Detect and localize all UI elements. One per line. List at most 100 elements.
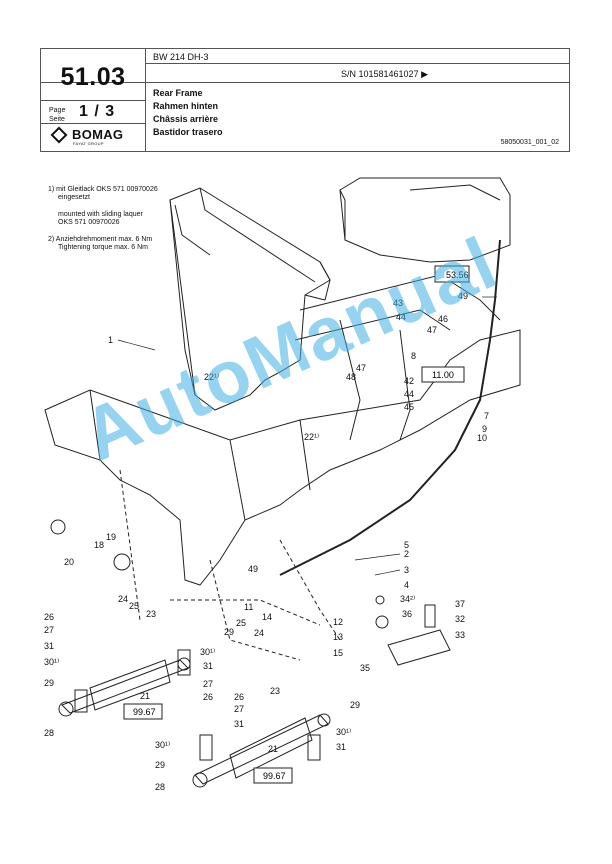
note-2: 2) Anziehdrehmoment max. 6 Nm	[48, 235, 153, 243]
callout-label: 5	[404, 540, 409, 550]
callout-label: 29	[224, 627, 234, 637]
callout-label: 32	[455, 614, 465, 624]
exploded-parts-drawing: 53.56 11.00 99.67 99.67 1 2 3 4 5 7 8 9 …	[44, 177, 521, 792]
title-en: Rear Frame	[153, 88, 203, 98]
leader-lines	[117, 296, 497, 576]
logo-brand: BOMAG	[72, 127, 124, 142]
frame-base	[44, 329, 521, 586]
callout-label: 2	[404, 549, 409, 559]
bolt-36	[375, 615, 389, 629]
assembly-line	[209, 559, 301, 661]
model-name: BW 214 DH-3	[153, 52, 209, 62]
frame-base	[229, 439, 246, 521]
note-1-en: mounted with sliding laquer	[58, 210, 143, 218]
frame-base	[89, 389, 101, 461]
hydraulic-hose	[279, 239, 501, 576]
callout-label: 1	[108, 335, 113, 345]
page-label: Page Seite	[49, 107, 66, 123]
cylinder-eye	[192, 772, 208, 788]
pin	[177, 649, 191, 676]
frame-rail	[339, 319, 361, 441]
frame-rail	[294, 309, 451, 341]
callout-label: 36	[402, 609, 412, 619]
ref-box	[253, 767, 293, 784]
assembly-line	[170, 599, 321, 626]
frame-base	[299, 419, 311, 491]
callout-label: 26	[234, 692, 244, 702]
callout-label: 30¹⁾	[155, 740, 170, 750]
callout-label: 27	[234, 704, 244, 714]
pin	[74, 689, 88, 713]
ref-box-label: 53.56	[446, 270, 469, 280]
callout-label: 18	[94, 540, 104, 550]
callout-label: 19	[106, 532, 116, 542]
fitting-34	[375, 595, 385, 605]
document-reference: 58050031_001_02	[500, 139, 559, 146]
callouts: 1 2 3 4 5 7 8 9 10 11 12 13 14 15 18 19 …	[44, 291, 489, 792]
title-block: 51.03 Page Seite 1 / 3 BOMAG FAYAT GROUP…	[40, 48, 570, 152]
ref-box-label: 99.67	[263, 771, 286, 781]
callout-label: 12	[333, 617, 343, 627]
callout-label: 25	[129, 601, 139, 611]
callout-label: 30¹⁾	[44, 657, 59, 667]
ref-box	[123, 703, 163, 720]
callout-label: 25	[236, 618, 246, 628]
callout-label: 42	[404, 376, 414, 386]
divider	[145, 63, 569, 64]
callout-label: 35	[360, 663, 370, 673]
callout-label: 15	[333, 648, 343, 658]
hood-outline	[409, 184, 501, 201]
callout-label: 33	[455, 630, 465, 640]
ref-box	[434, 265, 470, 283]
callout-label: 37	[455, 599, 465, 609]
ref-box	[421, 366, 465, 383]
frame-tower	[174, 204, 211, 256]
reference-boxes: 53.56 11.00 99.67 99.67	[123, 265, 470, 784]
callout-label: 44	[404, 389, 414, 399]
note-2-en: Tightening torque max. 6 Nm	[58, 244, 149, 252]
bearing-cap	[113, 553, 131, 571]
callout-label: 44	[396, 312, 406, 322]
divider	[41, 82, 569, 83]
callout-label: 7	[484, 411, 489, 421]
callout-label: 31	[234, 719, 244, 729]
callout-label: 30¹⁾	[200, 647, 215, 657]
hydraulic-cylinder-1	[89, 659, 171, 711]
callout-label: 24	[254, 628, 264, 638]
callout-label: 28	[155, 782, 165, 792]
note-1-en: OKS 571 00970026	[58, 219, 120, 227]
frame-rail	[399, 329, 411, 441]
pin	[307, 734, 321, 761]
callout-label: 49	[458, 291, 468, 301]
callout-label: 27	[44, 625, 54, 635]
callout-label: 47	[427, 325, 437, 335]
bomag-logo: BOMAG FAYAT GROUP	[50, 126, 143, 149]
hydraulic-cylinder-2	[229, 717, 313, 779]
frame-rail	[299, 274, 501, 321]
callout-label: 23	[270, 686, 280, 696]
callout-label: 48	[346, 372, 356, 382]
link-bracket	[387, 629, 451, 666]
ref-box-label: 99.67	[133, 707, 156, 717]
callout-label: 29	[350, 700, 360, 710]
assembly-line	[279, 539, 341, 641]
callout-label: 31	[203, 661, 213, 671]
callout-label: 34²⁾	[400, 594, 415, 604]
callout-label: 28	[44, 728, 54, 738]
callout-label: 4	[404, 580, 409, 590]
callout-label: 21	[268, 744, 278, 754]
logo-sub: FAYAT GROUP	[73, 141, 104, 146]
callout-label: 22¹⁾	[304, 432, 319, 442]
frame-tower	[304, 261, 331, 301]
callout-label: 21	[140, 691, 150, 701]
bearing-cap	[50, 519, 66, 535]
callout-label: 43	[393, 298, 403, 308]
callout-label: 10	[477, 433, 487, 443]
callout-label: 27	[203, 679, 213, 689]
pin	[424, 604, 436, 628]
divider	[145, 49, 146, 151]
page-fraction: 1 / 3	[79, 103, 115, 120]
ref-box-label: 11.00	[432, 370, 454, 380]
title-es: Bastidor trasero	[153, 127, 223, 137]
callout-label: 30¹⁾	[336, 727, 351, 737]
